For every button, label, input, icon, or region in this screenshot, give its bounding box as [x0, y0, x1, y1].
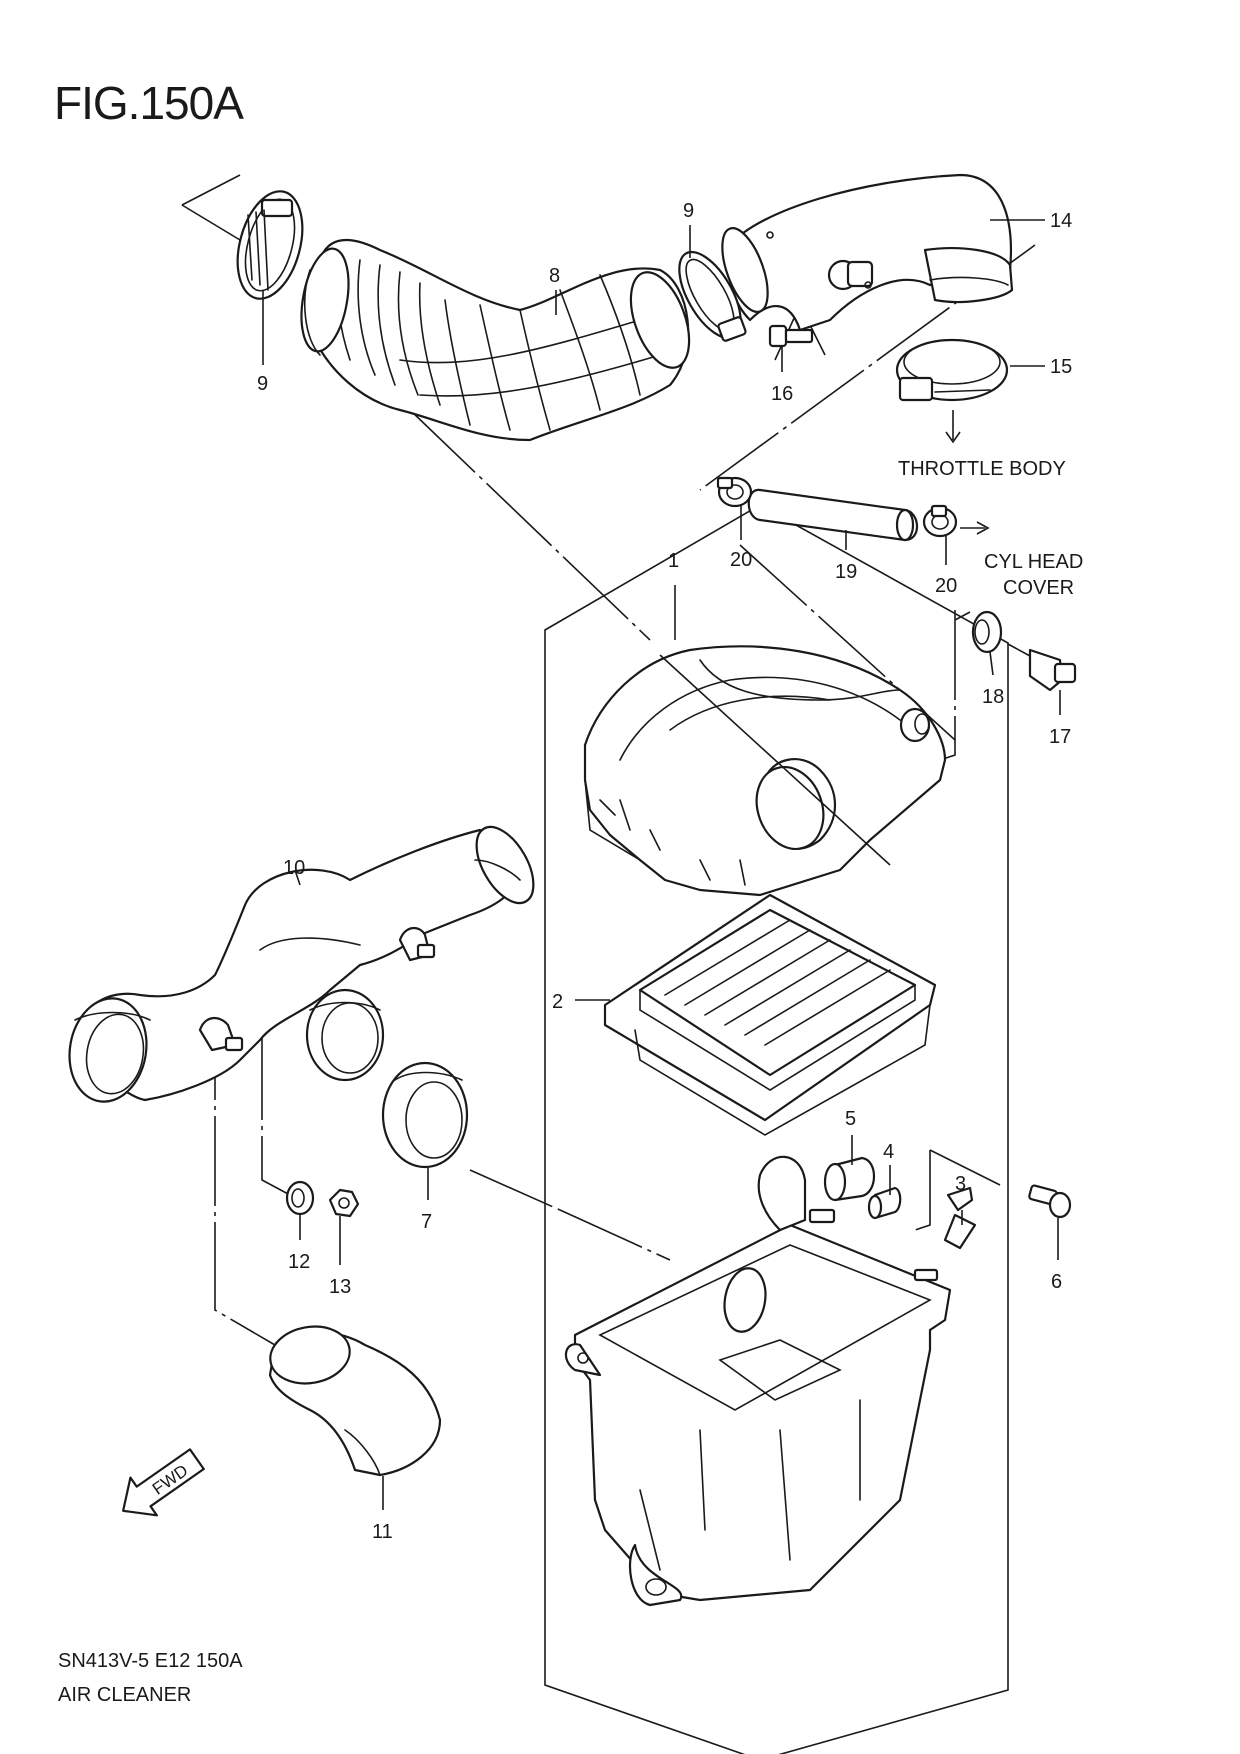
nut-13	[328, 1188, 360, 1218]
clip-3	[943, 1186, 977, 1250]
breather-hose	[747, 488, 919, 542]
callout-5: 5	[845, 1108, 856, 1130]
cover-label: COVER	[1003, 577, 1074, 599]
callout-2: 2	[552, 991, 563, 1013]
filter-element	[603, 893, 937, 1136]
intake-hose	[300, 238, 691, 442]
callout-18: 18	[982, 686, 1004, 708]
forward-direction-arrow: FWD	[122, 1448, 205, 1517]
callout-9-right: 9	[683, 200, 694, 222]
callout-15: 15	[1050, 356, 1072, 378]
cyl-head-label: CYL HEAD	[984, 551, 1083, 573]
figure-title: FIG.150A	[54, 77, 244, 129]
callout-1: 1	[668, 550, 679, 572]
spacer-4	[867, 1186, 902, 1220]
callout-16: 16	[771, 383, 793, 405]
hose-clip-20-right	[922, 504, 958, 538]
callout-13: 13	[329, 1276, 351, 1298]
callout-14: 14	[1050, 210, 1072, 232]
callout-8: 8	[549, 265, 560, 287]
callout-7: 7	[421, 1211, 432, 1233]
inlet-elbow	[268, 1325, 442, 1477]
hose-clip-20-left	[716, 476, 753, 508]
callout-4: 4	[883, 1141, 894, 1163]
grommet-18	[971, 610, 1003, 654]
sensor-17	[1007, 643, 1077, 692]
callout-3: 3	[955, 1173, 966, 1195]
hose-clamp-left	[236, 190, 304, 300]
hose-clamp-15	[895, 338, 1009, 402]
callout-leaders	[262, 219, 1061, 1510]
outlet-elbow-pipe	[721, 173, 1014, 332]
diagram-name: AIR CLEANER	[58, 1684, 192, 1706]
callout-9-left: 9	[257, 373, 268, 395]
air-cleaner-case	[564, 1155, 952, 1607]
damper-5	[823, 1156, 875, 1202]
throttle-body-label: THROTTLE BODY	[898, 458, 1066, 480]
callout-19: 19	[835, 561, 857, 583]
callout-10: 10	[283, 857, 305, 879]
bolt-16	[768, 324, 814, 348]
duct-seal	[381, 1061, 469, 1169]
callout-20-right: 20	[935, 575, 957, 597]
diagram-code: SN413V-5 E12 150A	[58, 1650, 243, 1672]
hose-clamp-right	[678, 250, 747, 342]
grommet-12	[285, 1180, 315, 1216]
callout-numbers: 1 2 3 4 5 6 7 8 9 9 10 11 12 13 14 15 16…	[257, 200, 1072, 1543]
bolt-6	[1028, 1184, 1072, 1219]
callout-6: 6	[1051, 1271, 1062, 1293]
callout-20-left: 20	[730, 549, 752, 571]
callout-11: 11	[372, 1521, 393, 1543]
air-cleaner-cover	[583, 645, 947, 897]
callout-17: 17	[1049, 726, 1071, 748]
callout-12: 12	[288, 1251, 310, 1273]
intake-duct	[68, 825, 535, 1103]
